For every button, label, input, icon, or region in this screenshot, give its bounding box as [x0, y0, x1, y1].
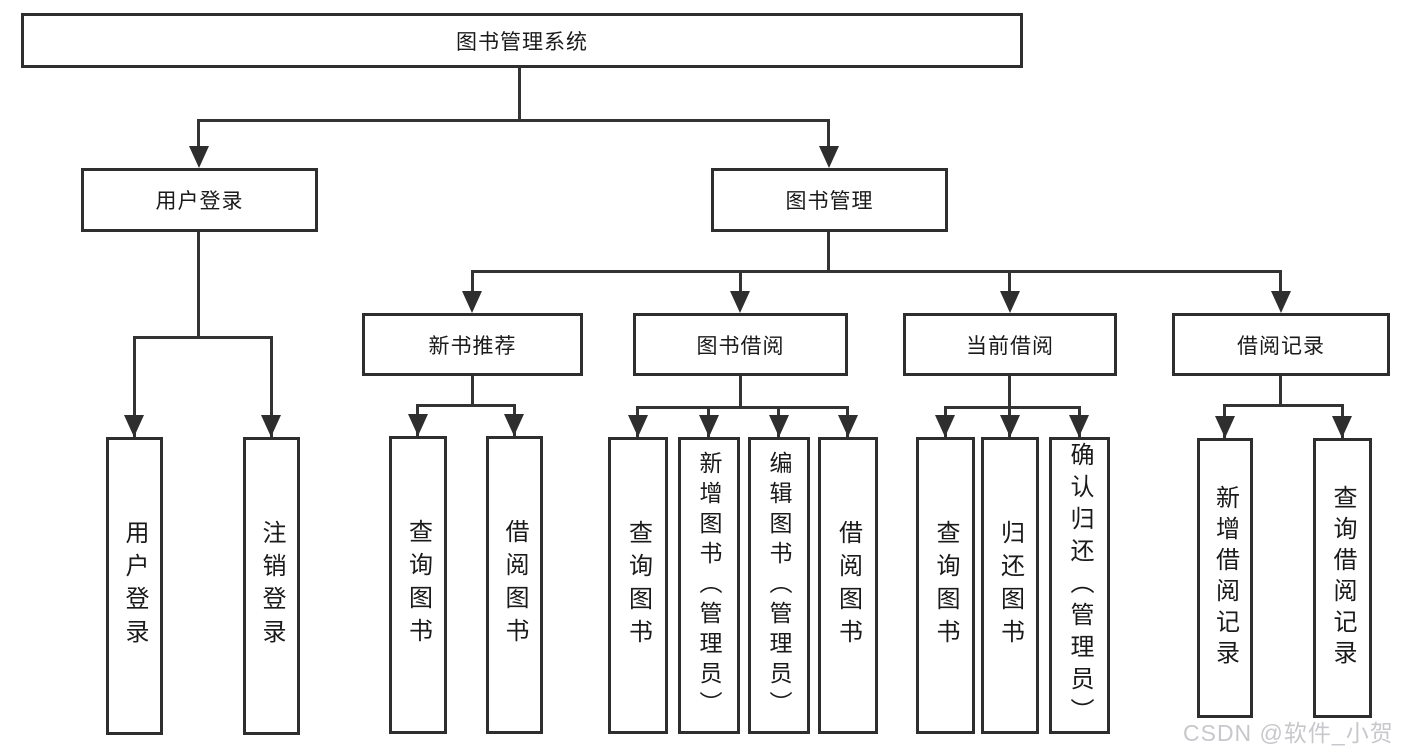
arrowhead-icon: [261, 415, 281, 437]
node-user-login: 用户登录: [81, 168, 318, 232]
arrowhead-icon: [1000, 291, 1020, 313]
leaf-logout-login-label: 注销登录: [258, 520, 285, 652]
leaf-query-books-recommend: 查询图书: [389, 436, 447, 734]
leaf-add-borrow-record-label: 新增借阅记录: [1211, 485, 1239, 671]
node-root: 图书管理系统: [21, 13, 1023, 68]
arrowhead-icon: [935, 415, 955, 437]
leaf-borrow-books-borrow: 借阅图书: [818, 437, 878, 734]
arrowhead-icon: [462, 291, 482, 313]
leaf-user-login-label: 用户登录: [121, 520, 148, 652]
connector-line: [944, 406, 1081, 409]
node-borrow-records: 借阅记录: [1172, 313, 1390, 376]
leaf-logout-login: 注销登录: [243, 437, 300, 735]
connector-line: [1008, 376, 1011, 406]
arrowhead-icon: [699, 415, 719, 437]
connector-line: [518, 68, 521, 119]
node-current-borrow: 当前借阅: [903, 313, 1117, 376]
leaf-edit-book-admin: 编辑图书（管理员）: [748, 437, 810, 734]
arrowhead-icon: [730, 291, 750, 313]
leaf-return-books-label: 归还图书: [996, 519, 1024, 652]
leaf-edit-book-admin-label: 编辑图书（管理员）: [766, 450, 792, 721]
leaf-query-books-current: 查询图书: [916, 437, 975, 734]
leaf-borrow-books-recommend: 借阅图书: [486, 436, 543, 734]
connector-line: [133, 336, 273, 339]
leaf-borrow-books-recommend-label: 借阅图书: [501, 519, 528, 651]
leaf-confirm-return-admin: 确认归还（管理员）: [1049, 437, 1110, 734]
connector-line: [197, 232, 200, 336]
connector-line: [827, 232, 830, 270]
arrowhead-icon: [189, 146, 209, 168]
leaf-user-login: 用户登录: [106, 437, 163, 735]
watermark: CSDN @软件_小贺同学: [1183, 720, 1394, 746]
connector-line: [1279, 270, 1282, 292]
connector-line: [636, 406, 848, 409]
arrowhead-icon: [838, 415, 858, 437]
arrowhead-icon: [1215, 416, 1235, 438]
leaf-add-book-admin-label: 新增图书（管理员）: [696, 450, 722, 721]
arrowhead-icon: [819, 146, 839, 168]
arrowhead-icon: [124, 415, 144, 437]
leaf-query-books-borrow: 查询图书: [608, 437, 668, 734]
leaf-query-books-borrow-label: 查询图书: [624, 519, 652, 652]
connector-line: [471, 376, 474, 404]
leaf-query-books-current-label: 查询图书: [932, 519, 959, 652]
arrowhead-icon: [1069, 415, 1089, 437]
leaf-borrow-books-borrow-label: 借阅图书: [834, 519, 862, 652]
node-new-book-recommend: 新书推荐: [362, 313, 583, 376]
leaf-query-borrow-record: 查询借阅记录: [1313, 438, 1372, 718]
connector-line: [827, 119, 830, 149]
connector-line: [1279, 376, 1282, 404]
node-book-borrow: 图书借阅: [633, 313, 848, 376]
connector-line: [471, 270, 1282, 273]
leaf-return-books: 归还图书: [981, 437, 1039, 734]
arrowhead-icon: [628, 415, 648, 437]
connector-line: [1223, 404, 1344, 407]
connector-line: [197, 119, 830, 122]
connector-line: [1008, 270, 1011, 292]
leaf-confirm-return-admin-label: 确认归还（管理员）: [1066, 441, 1093, 730]
connector-line: [197, 119, 200, 149]
arrowhead-icon: [408, 414, 428, 436]
connector-line: [471, 270, 474, 292]
connector-line: [739, 270, 742, 292]
arrowhead-icon: [769, 415, 789, 437]
leaf-add-book-admin: 新增图书（管理员）: [678, 437, 740, 734]
arrowhead-icon: [1000, 415, 1020, 437]
node-book-management: 图书管理: [711, 168, 948, 232]
leaf-query-books-recommend-label: 查询图书: [404, 519, 432, 651]
arrowhead-icon: [1271, 291, 1291, 313]
arrowhead-icon: [1332, 416, 1352, 438]
leaf-add-borrow-record: 新增借阅记录: [1197, 438, 1253, 718]
connector-line: [739, 376, 742, 406]
connector-line: [416, 404, 516, 407]
arrowhead-icon: [504, 414, 524, 436]
connector-line: [133, 336, 136, 437]
leaf-query-borrow-record-label: 查询借阅记录: [1329, 485, 1356, 671]
connector-line: [270, 336, 273, 437]
